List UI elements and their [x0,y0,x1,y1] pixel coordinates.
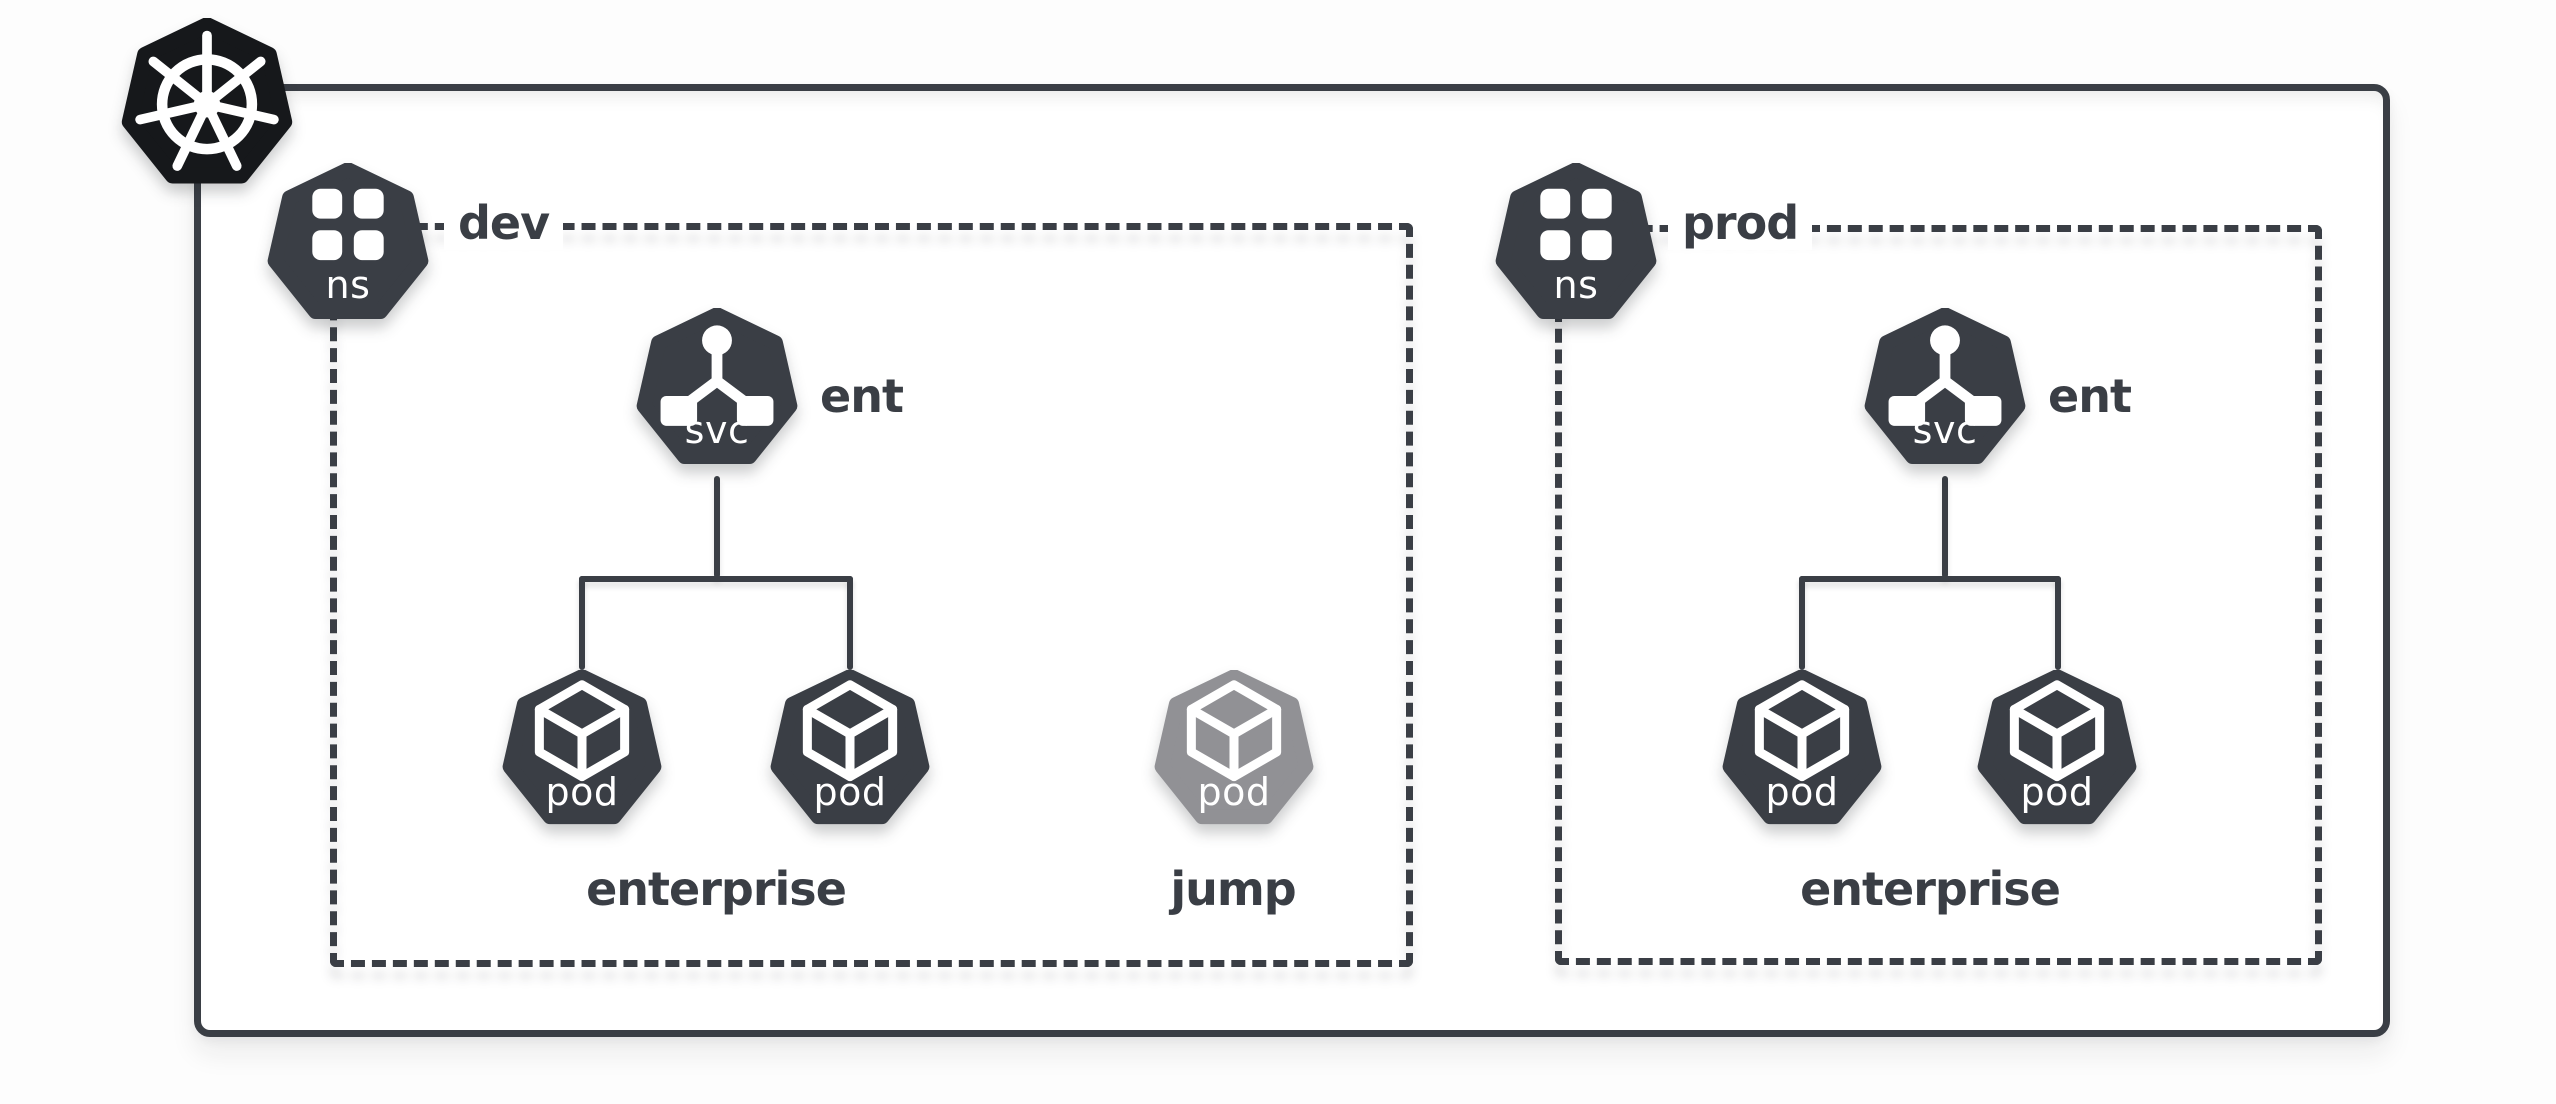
connector-line [1942,476,1948,578]
connector-line [579,576,853,582]
service-node: svc [630,308,804,474]
deployment-enterprise-label: enterprise [586,862,847,916]
node-type-badge: pod [813,770,887,814]
node-type-badge: ns [325,263,371,307]
node-type-badge: pod [545,770,619,814]
service-ent-label: ent [820,369,904,423]
pod-node: pod [1971,670,2143,834]
node-type-badge: pod [2020,770,2094,814]
connector-line [1799,576,1805,670]
deployment-enterprise-label: enterprise [1800,862,2061,916]
namespace-dev-label: dev [444,196,564,250]
namespace-prod-label: prod [1668,196,1813,250]
service-node: svc [1858,308,2032,474]
namespace-prod-boundary [1555,225,2322,965]
pod-node: pod [496,670,668,834]
connector-line [2055,576,2061,670]
node-type-badge: ns [1553,263,1599,307]
kubernetes-logo [117,18,297,194]
connector-line [714,476,720,578]
node-type-badge: pod [1765,770,1839,814]
service-ent-label: ent [2048,369,2132,423]
pod-node: pod [1716,670,1888,834]
namespace-node: ns [262,163,434,329]
connector-line [1799,576,2061,582]
pod-node-jump: pod [1148,670,1320,834]
pod-jump-label: jump [1170,862,1296,916]
connector-line [847,576,853,670]
connector-line [579,576,585,670]
namespace-dev-boundary [330,223,1413,967]
pod-node: pod [764,670,936,834]
namespace-node: ns [1490,163,1662,329]
node-type-badge: svc [684,408,750,452]
node-type-badge: svc [1912,408,1978,452]
node-type-badge: pod [1197,770,1271,814]
kubernetes-helm-wheel-icon [117,18,297,194]
